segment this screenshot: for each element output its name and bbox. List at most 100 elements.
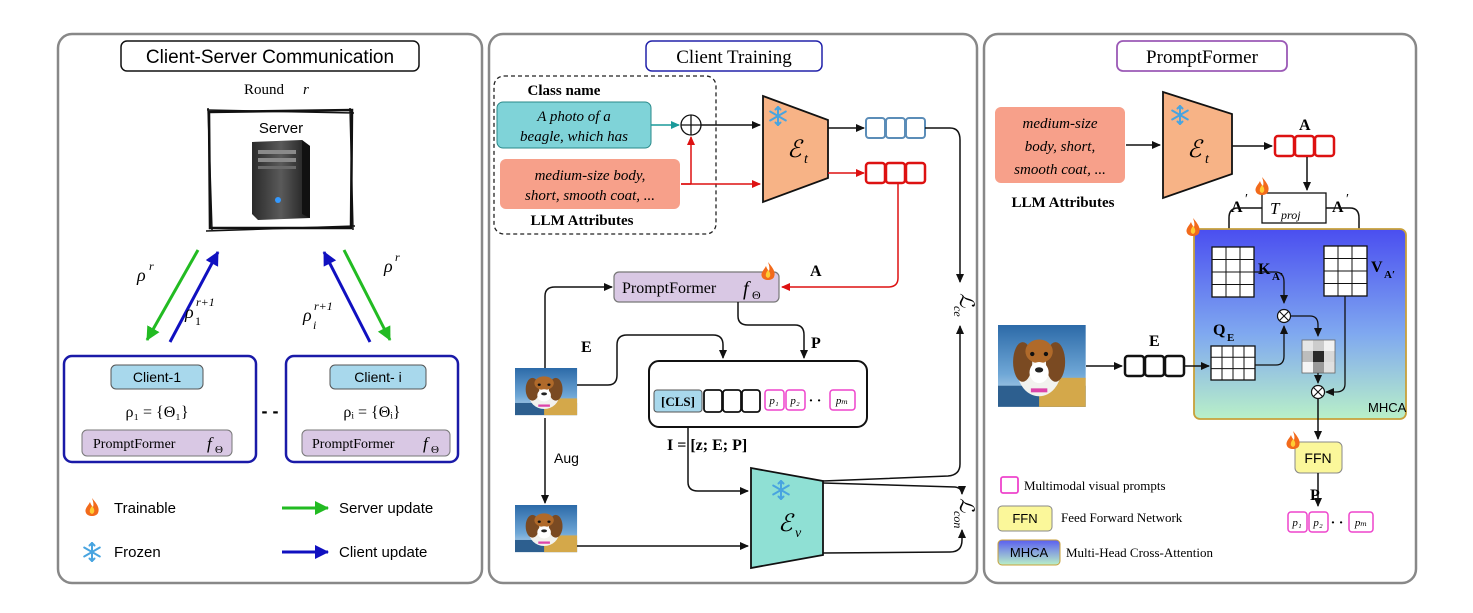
text-encoder-sub: t bbox=[804, 152, 809, 167]
ffn-label: FFN bbox=[1304, 450, 1331, 466]
attr-tokens bbox=[864, 161, 927, 185]
visual-encoder-block bbox=[750, 466, 824, 570]
panel-title: PromptFormer bbox=[1146, 47, 1259, 68]
legend-frozen: Frozen bbox=[114, 544, 161, 561]
rho-1: ρ bbox=[184, 302, 194, 322]
p2-label: p₂ bbox=[789, 395, 800, 407]
p1-label: p₁ bbox=[768, 395, 779, 407]
panel-title-box bbox=[1116, 40, 1288, 72]
p1-label: p₁ bbox=[1291, 517, 1302, 529]
panel-client-training: Client Training Class name A photo of a … bbox=[487, 32, 979, 585]
pm-label: pₘ bbox=[835, 395, 848, 407]
visual-encoder-symbol: ℰ bbox=[778, 511, 795, 537]
legend-prompt-swatch bbox=[1000, 476, 1019, 494]
class-name-label: Class name bbox=[528, 83, 601, 99]
rho-r-right-sup: r bbox=[395, 250, 400, 264]
panel-title: Client Training bbox=[676, 47, 792, 68]
client-i-eq: ρᵢ = {Θᵢ} bbox=[343, 404, 400, 421]
llm-attr-line-2: short, smooth coat, ... bbox=[525, 188, 655, 204]
rho-r-left-sup: r bbox=[149, 259, 154, 273]
text-encoder-symbol: ℰ bbox=[1187, 137, 1204, 163]
attr-tokens-to-promptformer bbox=[781, 183, 899, 291]
panel-promptformer: PromptFormer medium-size body, short, sm… bbox=[982, 32, 1418, 585]
legend-ffn-key: FFN bbox=[1012, 511, 1037, 526]
K-to-otimes bbox=[1254, 271, 1288, 304]
input-equation: I = [z; E; P] bbox=[667, 437, 747, 454]
rho-r-left: ρ bbox=[136, 265, 146, 285]
prompt-token-pm bbox=[829, 389, 856, 411]
server-update-arrow-1 bbox=[145, 249, 200, 341]
legend-left: Trainable Frozen Server update Client up… bbox=[83, 498, 433, 562]
llm-attributes-label: LLM Attributes bbox=[531, 213, 634, 229]
tproj-to-K bbox=[1225, 207, 1262, 245]
otimes-icon bbox=[1276, 308, 1292, 324]
class-prompt-line-1: A photo of a bbox=[536, 109, 610, 125]
middle-A-label: A bbox=[810, 263, 822, 280]
middle-E-label: E bbox=[581, 339, 592, 356]
client-1-pf-f: f bbox=[207, 434, 214, 453]
mhca-label: MHCA bbox=[1368, 400, 1407, 415]
class-prompt-line-2: beagle, which has bbox=[520, 129, 628, 145]
llm-attributes-label: LLM Attributes bbox=[1012, 195, 1115, 211]
visual-to-loss-con-2 bbox=[822, 529, 966, 554]
rho-1-sup: r+1 bbox=[196, 295, 215, 309]
loss-ce: ℒ ce bbox=[951, 293, 977, 317]
Q-label: Q bbox=[1213, 322, 1225, 339]
rho-i-sup: r+1 bbox=[314, 299, 333, 313]
loss-con-symbol: ℒ bbox=[955, 498, 977, 513]
A-tokens bbox=[1273, 134, 1336, 158]
loss-ce-symbol: ℒ bbox=[955, 293, 977, 308]
class-tokens-to-loss-ce bbox=[925, 127, 964, 283]
prompt-token-p1 bbox=[764, 389, 785, 411]
round-var: r bbox=[303, 82, 309, 98]
legend-mhca-swatch bbox=[997, 539, 1061, 566]
client-update-arrow-1 bbox=[168, 251, 220, 343]
rho-1-sub: 1 bbox=[195, 314, 201, 328]
visual-encoder-sub: v bbox=[795, 526, 802, 541]
output-prompts: p₁ p₂ · · pₘ bbox=[1287, 511, 1374, 533]
visual-to-loss-con-1 bbox=[822, 482, 966, 495]
legend-trainable: Trainable bbox=[114, 500, 176, 517]
E-token bbox=[703, 389, 723, 413]
legend-mhca-key: MHCA bbox=[1010, 545, 1049, 560]
client-1-box: Client-1 ρ₁ = {Θ₁} PromptFormer f Θ bbox=[62, 354, 258, 464]
promptformer-label: PromptFormer bbox=[622, 280, 717, 297]
visual-to-loss-ce bbox=[822, 325, 964, 482]
client-update-arrow-i bbox=[322, 251, 372, 343]
Q-to-otimes bbox=[1255, 325, 1288, 366]
promptformer-block bbox=[613, 271, 780, 303]
legend-ffn-swatch bbox=[997, 505, 1053, 532]
otimes-to-attention bbox=[1291, 315, 1322, 337]
dog-photo-icon bbox=[515, 368, 578, 416]
cls-token bbox=[653, 389, 703, 413]
llm-attr-line-2: body, short, bbox=[1025, 139, 1095, 155]
server-box: Server bbox=[205, 107, 356, 232]
llm-attr-box bbox=[500, 159, 680, 209]
loss-con: ℒ con bbox=[951, 498, 977, 528]
E-token bbox=[722, 389, 742, 413]
legend-right: Multimodal visual prompts FFN Feed Forwa… bbox=[997, 476, 1213, 566]
dog-photo-icon bbox=[998, 325, 1086, 407]
server-update-arrow-i bbox=[342, 249, 392, 341]
right-P-label: P bbox=[1310, 487, 1320, 504]
prompt-token-p2 bbox=[785, 389, 806, 411]
dog-photo-icon bbox=[515, 505, 578, 553]
rho-r-right: ρ bbox=[383, 256, 393, 276]
p2-label: p₂ bbox=[1312, 517, 1323, 529]
llm-attr-line-3: smooth coat, ... bbox=[1014, 162, 1106, 178]
tproj-to-V bbox=[1326, 207, 1363, 245]
oplus-icon bbox=[680, 114, 702, 136]
client-1-name: Client-1 bbox=[133, 369, 181, 385]
image-to-promptformer bbox=[544, 283, 613, 368]
A-prime-left-mark: ′ bbox=[1245, 192, 1248, 207]
tproj-sub: proj bbox=[1280, 208, 1301, 222]
E-tokens bbox=[1123, 354, 1186, 378]
promptformer-sub: Θ bbox=[752, 288, 761, 302]
legend-ffn-desc: Feed Forward Network bbox=[1061, 510, 1183, 525]
K-sub: A′ bbox=[1272, 271, 1283, 283]
server-tower-icon bbox=[252, 140, 310, 220]
legend-mhca-desc: Multi-Head Cross-Attention bbox=[1066, 545, 1213, 560]
K-matrix bbox=[1211, 246, 1255, 298]
rho-i-sub: i bbox=[313, 318, 316, 332]
